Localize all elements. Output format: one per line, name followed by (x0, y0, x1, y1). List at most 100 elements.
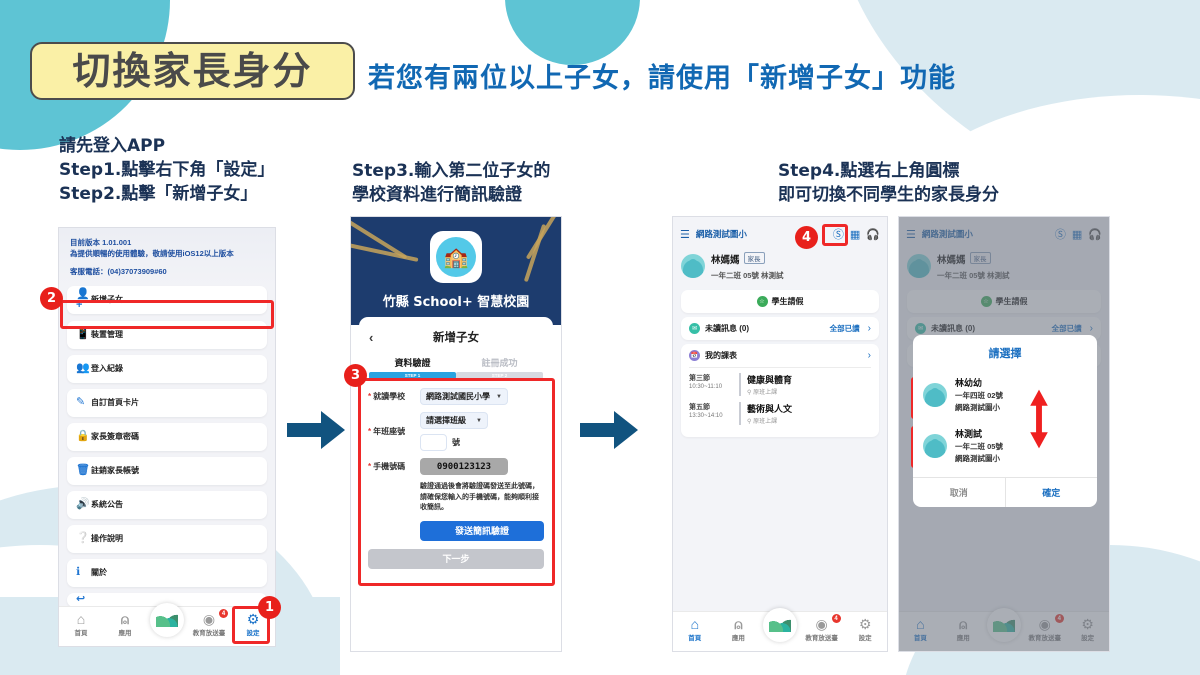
menu-item-label: 自訂首頁卡片 (91, 398, 139, 408)
step-1[interactable]: 資料驗證 STEP 1 (369, 356, 456, 379)
menu-item-device[interactable]: 📱 裝置管理 (67, 320, 267, 349)
page-subtitle: 若您有兩位以上子女，請使用「新增子女」功能 (368, 63, 956, 94)
dialog-footer: 取消 確定 (913, 477, 1097, 507)
avatar (923, 382, 947, 407)
nav-item-apps[interactable]: ⍝ 應用 (719, 617, 757, 643)
confirm-button[interactable]: 確定 (1042, 488, 1061, 498)
messages-card[interactable]: ✉ 未讀訊息 (0) 全部已讀 › (681, 317, 879, 340)
version-info: 目前版本 1.01.001 為提供順暢的使用體驗，敬請使用iOS12以上版本 客… (59, 228, 275, 286)
menu-item-label: 新增子女 (91, 295, 123, 305)
home-icon: ⌂ (76, 611, 86, 627)
menu-item-add-child[interactable]: 👤+ 新增子女 (67, 285, 267, 314)
nav-item-broadcast[interactable]: ◉ 教育放送臺 4 (803, 614, 841, 642)
nav-item-label: 教育放送臺 (192, 630, 226, 637)
cancel-button[interactable]: 取消 (913, 478, 1006, 507)
select-child-dialog: 請選擇 林幼幼 一年四班 02號 網路測試圖小 林測試 一年二班 05號 網路測… (913, 335, 1097, 507)
signature-lock-icon: 🔒 (76, 430, 90, 443)
menu-item-about[interactable]: ℹ 關於 (67, 558, 267, 587)
menu-item-label: 家長簽章密碼 (91, 432, 139, 442)
period-label: 第三節 (689, 375, 710, 382)
menu-item-instructions[interactable]: ❔ 操作說明 (67, 524, 267, 553)
version-line-2: 為提供順暢的使用體驗，敬請使用iOS12以上版本 (70, 248, 234, 258)
broadcast-icon: ◉ (202, 611, 216, 627)
calendar-icon: 📅 (689, 350, 700, 361)
broadcast-icon: ◉ (815, 616, 828, 632)
switch-identity-icon[interactable]: Ⓢ (832, 229, 844, 241)
school-name: 網路測試圖小 (695, 229, 747, 239)
schedule-label: 我的課表 (705, 351, 737, 360)
nav-item-label: 首頁 (74, 630, 88, 637)
avatar (681, 253, 705, 278)
step-label: 註冊成功 (481, 358, 518, 368)
period-label: 第五節 (689, 404, 710, 411)
menu-item-system-notice[interactable]: 🔊 系統公告 (67, 490, 267, 519)
step-bar: STEP 1 (369, 372, 456, 379)
leaf-logo-icon (156, 613, 178, 627)
step-indicator: 資料驗證 STEP 1 註冊成功 STEP 2 (359, 356, 553, 379)
logout-icon: ↩ (76, 593, 86, 606)
school-select[interactable]: 網路測試國民小學 ▼ (420, 388, 508, 405)
sms-hint-text: 驗證通過後會將驗證碼發送至此號碼，請確保您輸入的手機號碼，能夠順利接收簡訊。 (420, 483, 539, 511)
menu-item-signature-password[interactable]: 🔒 家長簽章密碼 (67, 422, 267, 451)
menu-item-delete-account[interactable]: 🗑 註銷家長帳號 (67, 456, 267, 485)
menu-item-label: 關於 (91, 568, 107, 578)
seat-number-row: 號 (420, 434, 488, 451)
highlight-settings-nav (232, 606, 270, 644)
app-logo: 🏫 (430, 231, 482, 283)
menu-item-partial[interactable]: ↩ (67, 592, 267, 607)
dialog-option-1[interactable]: 林幼幼 一年四班 02號 網路測試圖小 (913, 369, 1097, 420)
nav-item-settings[interactable]: ⚙ 設定 (846, 617, 884, 643)
schedule-card[interactable]: 📅 我的課表 › 第三節 10:30~11:10 健康與體育 ⚲ 原班上課 (681, 344, 879, 437)
unread-messages-label: 未讀訊息 (0) (705, 324, 749, 333)
nav-item-broadcast[interactable]: ◉ 教育放送臺 4 (190, 609, 228, 637)
menu-item-label: 註銷家長帳號 (91, 466, 139, 476)
highlight-switch-identity (822, 224, 848, 246)
verification-form: *就讀學校 網路測試國民小學 ▼ *年班座號 請選擇班級 ▼ (359, 379, 553, 541)
question-icon: ❔ (76, 532, 90, 545)
student-leave-card[interactable]: ☆ 學生請假 (681, 290, 879, 313)
child-name: 林測試 (955, 429, 983, 439)
send-sms-button[interactable]: 發送簡訊驗證 (420, 520, 544, 541)
seat-unit-label: 號 (452, 438, 460, 447)
field-label-school: *就讀學校 (368, 392, 406, 401)
nav-item-apps[interactable]: ⍝ 應用 (106, 612, 144, 638)
child-name: 林幼幼 (955, 378, 983, 388)
field-class-seat: *年班座號 請選擇班級 ▼ 號 (368, 412, 544, 451)
gear-icon: ⚙ (246, 611, 260, 627)
hamburger-icon[interactable]: ☰ (680, 228, 690, 241)
step-2[interactable]: 註冊成功 STEP 2 (456, 356, 543, 379)
app-logo-button[interactable] (762, 608, 797, 642)
seat-number-input[interactable] (420, 434, 447, 451)
step-label: 資料驗證 (394, 358, 431, 368)
student-leave-label: 學生請假 (771, 297, 804, 306)
phone-screen-home: ☰ 網路測試圖小 Ⓢ ▦ 🎧 林媽媽家長 一年二班 05號 林測試 ☆ 學生請假… (672, 216, 888, 652)
menu-item-login-history[interactable]: 👥 登入紀錄 (67, 354, 267, 383)
menu-item-label: 操作說明 (91, 534, 123, 544)
chevron-left-icon[interactable]: ‹ (369, 329, 374, 345)
trash-icon: 🗑 (76, 464, 90, 477)
info-icon: ℹ (76, 566, 81, 579)
nav-item-home[interactable]: ⌂ 首頁 (676, 617, 714, 643)
phone-screen-settings: 目前版本 1.01.001 為提供順暢的使用體驗，敬請使用iOS12以上版本 客… (58, 227, 276, 647)
dialog-option-2[interactable]: 林測試 一年二班 05號 網路測試圖小 (913, 420, 1097, 471)
schedule-row: 第五節 13:30~14:10 藝術與人文 ⚲ 原班上課 (689, 402, 871, 425)
next-step-button[interactable]: 下一步 (368, 548, 544, 569)
qrcode-icon[interactable]: ▦ (849, 228, 861, 241)
leave-icon: ☆ (756, 296, 768, 307)
app-hero-banner: 🏫 竹縣 School+ 智慧校園 (351, 217, 561, 325)
unread-badge: 4 (219, 609, 228, 618)
mark-all-read-link[interactable]: 全部已讀 (829, 324, 860, 333)
nav-item-home[interactable]: ⌂ 首頁 (62, 611, 100, 638)
class-select[interactable]: 請選擇班級 ▼ (420, 412, 488, 429)
menu-item-custom-cards[interactable]: ✎ 自訂首頁卡片 (67, 388, 267, 417)
subject-name: 健康與體育 (747, 375, 793, 385)
app-logo-button[interactable] (150, 603, 184, 637)
child-school: 網路測試圖小 (955, 403, 1000, 412)
bubble-step-2: 2 (40, 287, 63, 310)
nav-item-settings[interactable]: ⚙ 設定 (234, 611, 272, 638)
school-emblem-icon: 🏫 (436, 237, 476, 277)
headset-icon[interactable]: 🎧 (866, 228, 880, 241)
subject-name: 藝術與人文 (747, 404, 793, 414)
user-detail: 一年二班 05號 林測試 (711, 271, 784, 280)
menu-item-label: 系統公告 (91, 500, 123, 510)
